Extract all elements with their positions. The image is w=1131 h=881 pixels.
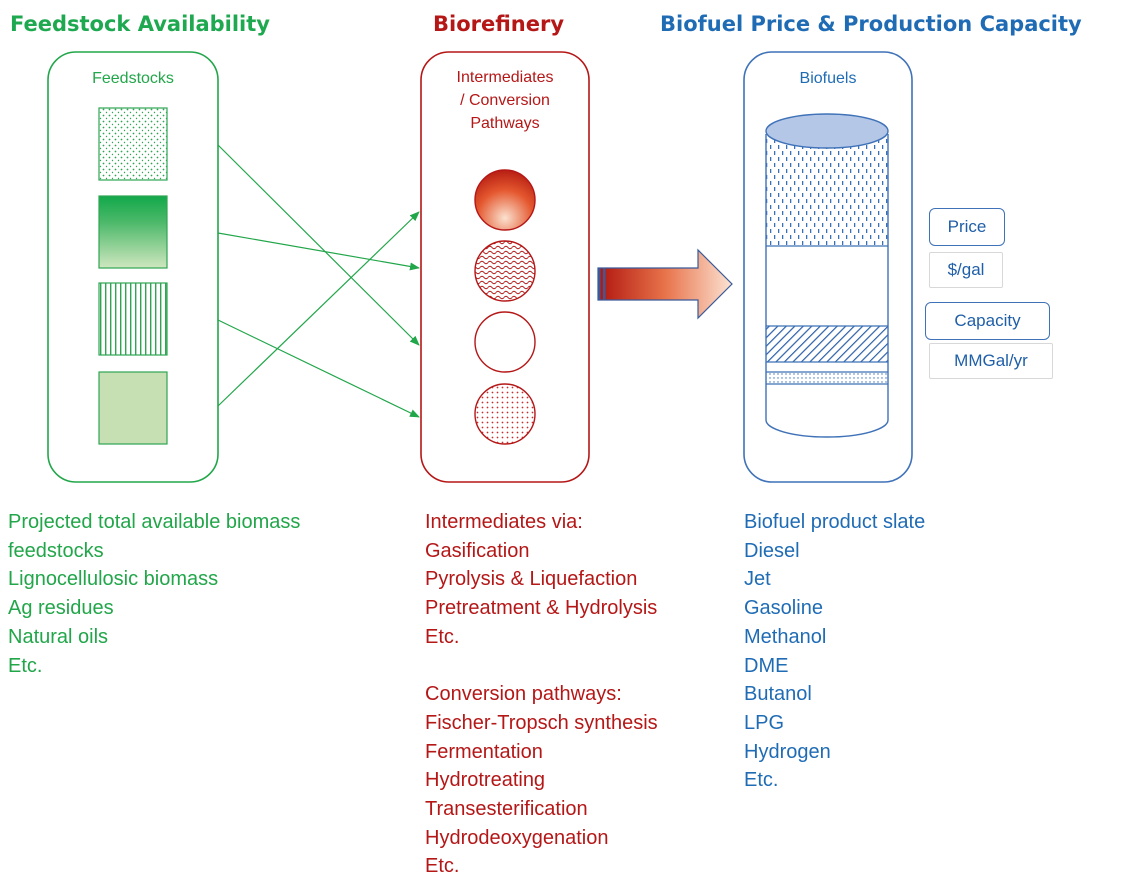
feedstock-list-item: Projected total available biomass [8,511,301,533]
price-unit-label: $/gal [929,252,1003,288]
biofuel-list-item: Diesel [744,539,800,562]
feedstock-arrow-3 [217,319,420,418]
refinery-list-item: Etc. [425,625,460,648]
biofuel-list-item: Hydrogen [744,740,831,763]
refinery-list-item: Etc. [425,855,460,878]
feedstock-list: Projected total available biomass feedst… [8,508,300,680]
refinery-list-item: Conversion pathways: [425,683,622,706]
refinery-list-item: Hydrotreating [425,769,546,792]
feedstock-arrow-1 [217,144,420,346]
biorefinery-heading: Biorefinery [433,12,565,36]
biofuel-list-item: Butanol [744,683,812,706]
gradient-feedstock-swatch [98,195,168,269]
biofuel-list-item: Jet [744,568,771,591]
wavy-intermediate-circle [474,240,536,302]
feedstock-arrow-2 [217,232,420,271]
refinery-list-item: Pretreatment & Hydrolysis [425,597,658,620]
refinery-list-item: Transesterification [425,798,588,821]
capacity-unit-label: MMGal/yr [929,343,1053,379]
gradient-intermediate-circle [474,169,536,231]
feedstock-list-item: Etc. [8,654,43,677]
conversion-arrow [597,248,733,320]
refinery-list-item: Pyrolysis & Liquefaction [425,568,638,591]
refinery-list-item: Hydrodeoxygenation [425,826,609,849]
intermediates-title-line-3: Pathways [470,115,540,132]
refinery-list-spacer [425,652,658,681]
feedstock-list-item: feedstocks [8,539,104,562]
biofuel-list-item: Etc. [744,769,779,792]
striped-feedstock-swatch [98,282,168,356]
biofuel-list: Biofuel product slate Diesel Jet Gasolin… [744,508,925,795]
refinery-list-item: Fermentation [425,740,543,763]
feedstock-list-item: Lignocellulosic biomass [8,568,219,591]
biofuel-tank [765,113,889,438]
biofuel-list-item: Biofuel product slate [744,511,926,533]
feedstocks-title: Feedstocks [92,70,174,87]
feedstock-availability-heading: Feedstock Availability [10,12,270,36]
intermediates-title-line-1: Intermediates [456,69,554,86]
biofuels-title: Biofuels [799,70,857,87]
refinery-list: Intermediates via: Gasification Pyrolysi… [425,508,658,881]
biofuel-list-item: Gasoline [744,597,823,620]
feedstock-list-item: Ag residues [8,597,114,620]
price-tag: Price [929,208,1005,246]
intermediates-title-line-2: / Conversion [460,92,550,109]
intermediates-title: Intermediates / Conversion Pathways [421,66,589,135]
feedstock-arrow-4 [217,211,420,407]
feedstock-list-item: Natural oils [8,625,109,648]
refinery-list-item: Intermediates via: [425,511,583,533]
biofuel-list-item: Methanol [744,625,827,648]
blank-intermediate-circle [474,311,536,373]
refinery-list-item: Fischer-Tropsch synthesis [425,711,658,734]
capacity-tag: Capacity [925,302,1050,340]
biofuel-list-item: LPG [744,711,785,734]
solid-feedstock-swatch [98,371,168,445]
biofuel-price-capacity-heading: Biofuel Price & Production Capacity [660,12,1082,36]
refinery-list-item: Gasification [425,539,530,562]
dotted-feedstock-swatch [98,107,168,181]
biofuel-list-item: DME [744,654,789,677]
dotted-intermediate-circle [474,383,536,445]
